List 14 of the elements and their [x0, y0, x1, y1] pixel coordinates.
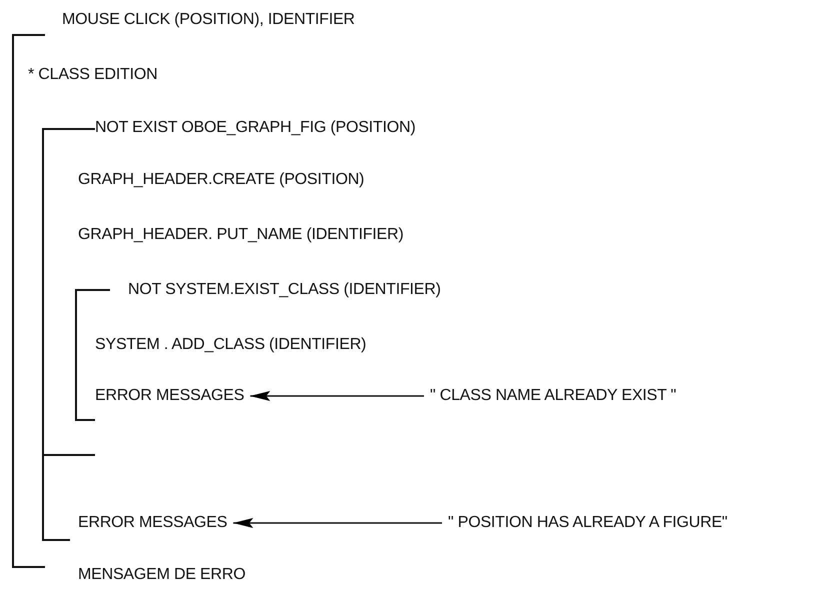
statement-text: NOT EXIST OBOE_GRAPH_FIG (POSITION)	[95, 119, 416, 137]
statement-text: MENSAGEM DE ERRO	[78, 566, 246, 584]
statement-text: " POSITION HAS ALREADY A FIGURE"	[448, 514, 728, 532]
statement-text: MOUSE CLICK (POSITION), IDENTIFIER	[62, 11, 355, 29]
statement-text: ERROR MESSAGES	[78, 514, 228, 532]
statement-text: NOT SYSTEM.EXIST_CLASS (IDENTIFIER)	[128, 281, 441, 299]
statement-text: GRAPH_HEADER. PUT_NAME (IDENTIFIER)	[78, 226, 404, 244]
statement-text: " CLASS NAME ALREADY EXIST "	[430, 387, 676, 405]
arrow	[233, 518, 442, 528]
statement-text: GRAPH_HEADER.CREATE (POSITION)	[78, 171, 364, 189]
statement-text: SYSTEM . ADD_CLASS (IDENTIFIER)	[95, 336, 366, 354]
statement-text: ERROR MESSAGES	[95, 387, 244, 405]
arrow	[250, 391, 424, 401]
statement-text: * CLASS EDITION	[28, 66, 158, 84]
